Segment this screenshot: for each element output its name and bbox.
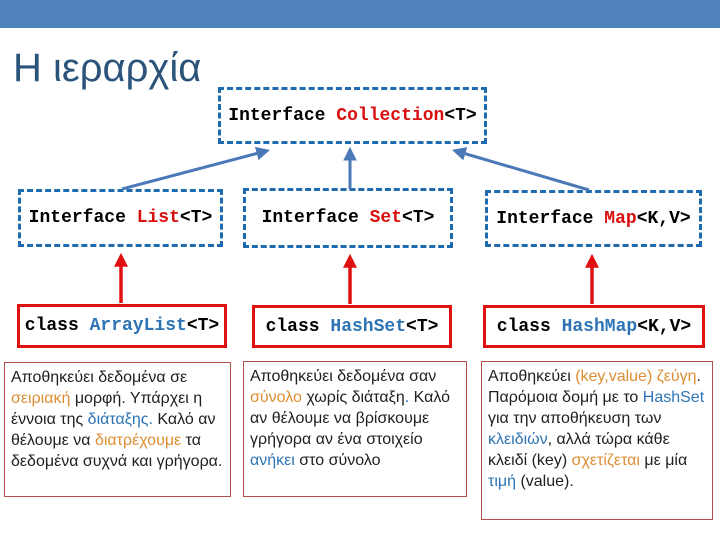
class-arraylist-box: class ArrayList<T> [17,304,227,348]
class-hashset-label: class HashSet<T> [265,316,439,337]
class-hashmap-box: class HashMap<K,V> [483,305,705,348]
arraylist-description-box: Αποθηκεύει δεδομένα σε σειριακή μορφή. Υ… [4,362,231,497]
hashset-description-box: Αποθηκεύει δεδομένα σαν σύνολο χωρίς διά… [243,361,467,497]
class-hashset-box: class HashSet<T> [252,305,452,348]
interface-collection-label: Interface Collection<T> [228,105,477,126]
interface-list-label: Interface List<T> [28,208,213,228]
class-hashmap-label: class HashMap<K,V> [496,316,692,337]
interface-set-label: Interface Set<T> [261,208,435,228]
arraylist-description-text: Αποθηκεύει δεδομένα σε σειριακή μορφή. Υ… [11,369,223,470]
interface-set-box: Interface Set<T> [243,188,453,248]
header-bar [0,0,720,28]
hashset-description-text: Αποθηκεύει δεδομένα σαν σύνολο χωρίς διά… [250,368,450,469]
extends-arrow-map-to-collection [452,147,590,192]
page-title: Η ιεραρχία [13,46,202,90]
class-arraylist-label: class ArrayList<T> [24,316,220,336]
interface-list-box: Interface List<T> [18,189,223,247]
extends-arrow-list-to-collection [121,146,271,191]
interface-map-label: Interface Map<K,V> [496,208,691,229]
hashmap-description-box: Αποθηκεύει (key,value) ζεύγη. Παρόμοια δ… [481,361,713,520]
interface-collection-box: Interface Collection<T> [218,87,487,144]
interface-map-box: Interface Map<K,V> [485,190,702,247]
hashmap-description-text: Αποθηκεύει (key,value) ζεύγη. Παρόμοια δ… [488,368,705,490]
